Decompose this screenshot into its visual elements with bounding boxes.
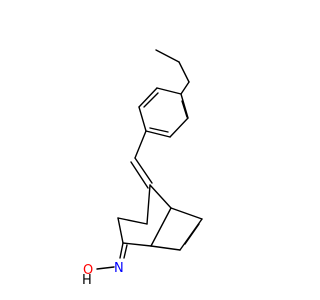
bond-ring-6 [156, 87, 182, 95]
bond-ch2-cn [117, 217, 124, 244]
bond-bridgehead-right [150, 207, 172, 247]
atom-o-label: O [83, 263, 93, 278]
bond-ring-1 [180, 93, 189, 119]
bond-exocyclic-double-a [134, 157, 153, 184]
bond-ring-double-1 [181, 100, 188, 118]
bond-propyl-3 [180, 81, 190, 95]
bond-no [96, 266, 115, 270]
bond-cn-double-a [119, 242, 124, 259]
bond-ring-4 [138, 106, 147, 132]
bond-alkene-top [170, 207, 203, 220]
bond-aryl-vinyl [134, 130, 147, 159]
bond-ring-2 [169, 117, 189, 138]
bond-bridgehead-alkene [150, 245, 181, 251]
bond-cn-double-b [123, 244, 128, 259]
structure-canvas: O H N [82, 49, 203, 288]
atom-h-label: H [82, 273, 92, 288]
bond-ring-double-3 [143, 92, 159, 108]
bond-alkene-double [184, 223, 200, 245]
bond-exocyclic-double-b [130, 161, 149, 189]
bond-ring-5 [138, 87, 158, 108]
bond-ring-double-2 [149, 127, 169, 133]
bond-propyl-2 [178, 61, 190, 83]
bond-cn-bridgehead [122, 242, 152, 247]
bond-propyl-1 [155, 49, 180, 63]
bond-bridge-left [146, 184, 151, 225]
bond-ring-3 [145, 130, 171, 138]
bond-ch2-bridgehead [117, 217, 148, 225]
bond-bridge-right [149, 184, 172, 209]
molecule-structure: O H N [82, 49, 203, 288]
atom-n-label: N [114, 261, 124, 276]
